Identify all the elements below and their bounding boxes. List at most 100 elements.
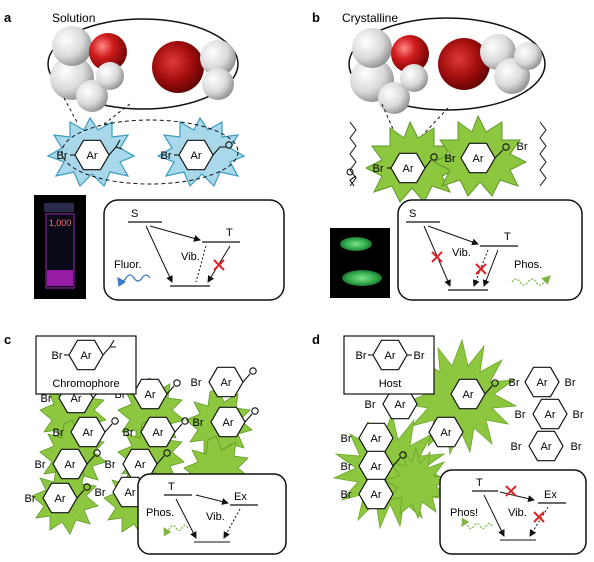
bromine-label: Br <box>515 409 526 421</box>
ring-label: Ar <box>223 417 234 429</box>
fluorescence-wavy-arrow <box>117 274 151 288</box>
lattice-molecule: Ar Br <box>95 476 148 508</box>
chromophore-legend-box: Ar Br Chromophore <box>35 335 137 395</box>
bromine-label: Br <box>356 350 367 362</box>
ring-label: Ar <box>81 350 92 362</box>
host-molecule: Ar <box>428 416 464 448</box>
bromine-label: Br <box>341 461 352 473</box>
ring-label: Ar <box>87 150 98 162</box>
bromine-label: Br <box>341 433 352 445</box>
phosphorescence-wavy-arrow <box>163 524 189 537</box>
triplet-label: T <box>476 477 483 489</box>
triplet-label: T <box>504 231 511 243</box>
phosphorescence-label: Phos. <box>146 507 174 519</box>
chromophore-guest: Ar Br <box>341 450 407 482</box>
bromine-label: Br <box>41 393 52 405</box>
crystal-chain-right <box>539 121 547 187</box>
bromine-label: Br <box>445 153 456 165</box>
ring-label: Ar <box>55 493 66 505</box>
phosphorescence-label: Phos! <box>450 507 478 519</box>
crystal-chain-left <box>349 121 357 187</box>
cross-icon <box>475 263 487 275</box>
vib-label: Vib. <box>181 251 200 263</box>
lattice-molecule: Ar Br <box>105 448 171 480</box>
bromine-label: Br <box>414 350 425 362</box>
intermolecular-dashed-ring <box>61 119 239 185</box>
crystal-photo <box>330 228 390 298</box>
bromine-label: Br <box>191 377 202 389</box>
bromine-label: Br <box>105 459 116 471</box>
ring-label: Ar <box>541 441 552 453</box>
panel-b-letter: b <box>312 10 320 25</box>
lattice-molecule: Ar Br <box>53 416 119 448</box>
singlet-label: S <box>131 208 138 220</box>
host-molecule: Ar Br Br <box>509 366 576 398</box>
ring-label: Ar <box>65 459 76 471</box>
vib-label: Vib. <box>452 247 471 259</box>
phosphorescence-label: Phos. <box>514 259 542 271</box>
ring-label: Ar <box>473 153 484 165</box>
host-molecules: Ar Br Ar Br Ar Ar Br <box>341 366 584 510</box>
singlet-label: S <box>409 208 416 220</box>
fluorescence-label: Fluor. <box>114 259 142 271</box>
bromine-label: Br <box>565 377 576 389</box>
jablonski-box-b: S T Vib. Phos. <box>397 199 583 301</box>
panel-b-title: Crystalline <box>342 11 398 25</box>
jablonski-box-c: T Ex Vib. Phos. <box>137 473 287 555</box>
ring-label: Ar <box>537 377 548 389</box>
panel-c: c Ar Br Ar <box>4 332 287 555</box>
ring-label: Ar <box>403 163 414 175</box>
lattice-molecule: Ar Br <box>193 406 259 438</box>
bromine-label: Br <box>53 427 64 439</box>
host-molecule: Ar Br <box>341 478 394 510</box>
bromine-label: Br <box>95 487 106 499</box>
exciton-label: Ex <box>234 491 247 503</box>
ring-label: Ar <box>371 461 382 473</box>
panel-a: a Solution Ar Br <box>4 10 285 301</box>
ring-label: Ar <box>135 459 146 471</box>
bromine-label: Br <box>25 493 36 505</box>
jablonski-box-d: T Ex Vib. Phos! <box>439 469 587 555</box>
host-label: Host <box>379 378 402 390</box>
bromine-label: Br <box>365 399 376 411</box>
panel-a-letter: a <box>4 10 12 25</box>
vib-label: Vib. <box>206 511 225 523</box>
phosphorescence-wavy-arrow <box>511 275 551 286</box>
bromine-label: Br <box>52 350 63 362</box>
vial-photo: 1,000 <box>34 195 86 299</box>
bromine-label: Br <box>115 389 126 401</box>
molecule-b-left: Ar Br <box>346 152 438 187</box>
cross-icon <box>533 511 545 523</box>
panel-b: b Crystalline Ar Br <box>312 10 583 301</box>
bromine-label: Br <box>57 150 68 162</box>
molecule-a-left: Ar Br <box>57 139 123 171</box>
host-molecule: Ar Br Br <box>515 398 584 430</box>
cross-icon <box>213 259 225 271</box>
ring-label: Ar <box>221 377 232 389</box>
panel-d: d Ar Br Ar Br Ar <box>312 332 587 555</box>
bromine-label: Br <box>341 489 352 501</box>
bromine-label: Br <box>193 417 204 429</box>
bromine-label: Br <box>573 409 584 421</box>
ring-label: Ar <box>71 393 82 405</box>
bromine-label: Br <box>373 163 384 175</box>
host-molecule: Ar Br <box>365 388 418 420</box>
triplet-label: T <box>226 227 233 239</box>
vib-label: Vib. <box>508 507 527 519</box>
ring-label: Ar <box>385 350 396 362</box>
cross-icon <box>431 251 443 263</box>
molecule-b-right: Ar Br Br <box>445 141 528 174</box>
panel-c-letter: c <box>4 332 11 347</box>
bromine-label: Br <box>517 141 528 153</box>
bromine-label: Br <box>509 377 520 389</box>
ring-label: Ar <box>395 399 406 411</box>
molecule-space-filling-model <box>348 17 546 141</box>
ring-label: Ar <box>83 427 94 439</box>
host-molecule: Ar Br Br <box>511 430 582 462</box>
host-legend-box: Ar Br Br Host <box>343 335 435 395</box>
triplet-label: T <box>168 481 175 493</box>
ring-label: Ar <box>441 427 452 439</box>
lattice-molecule: Ar Br <box>25 482 91 514</box>
ring-label: Ar <box>191 150 202 162</box>
